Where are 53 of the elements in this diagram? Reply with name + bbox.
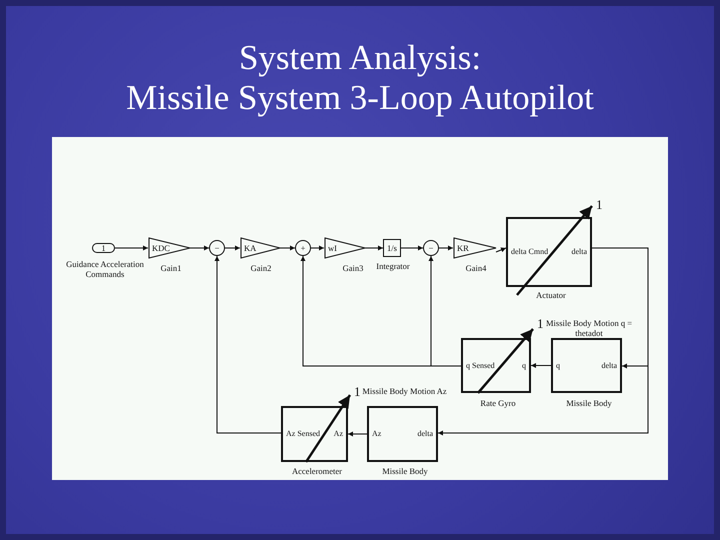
block-name: Missile Body Motion q = thetadot [544,318,634,338]
signal-line [400,246,424,250]
signal-line [364,246,384,250]
block-label: KDC [152,244,170,252]
port-label: Az [334,430,343,438]
signal-line [496,248,506,252]
parameter-label: 1 [537,316,544,332]
block-name: Missile Body Motion Az [361,386,448,396]
signal-line [428,256,462,366]
port-label: delta [571,248,587,256]
block-name: Gain3 [342,263,364,273]
port-label: delta [601,362,617,370]
block-label: KA [244,244,256,252]
signal-line [438,248,648,436]
block-label: − [428,244,434,252]
sum-junction [423,240,439,256]
sum-junction [209,240,225,256]
port-label: delta [417,430,433,438]
signal-line [348,432,368,436]
block-name: Gain2 [250,263,272,273]
signal-line [280,246,296,250]
signal-line [214,256,282,434]
block-label: 1/s [387,244,397,252]
port-label: q [522,362,526,370]
block-name: Gain1 [160,263,182,273]
block-name: Rate Gyro [479,398,517,408]
block-label: − [214,244,220,252]
port-label: q Sensed [466,362,495,370]
port-label: Az Sensed [286,430,320,438]
block-name: Integrator [375,261,411,271]
block-label: + [300,244,306,252]
slide-title: System Analysis: Missile System 3-Loop Autopilot [125,38,595,118]
block-label: 1 [101,244,106,252]
signal-line [438,246,454,250]
block-name: Gain4 [464,263,488,273]
port-label: q [556,362,560,370]
block-label: wI [328,244,337,252]
block-name: Accelerometer [290,466,344,476]
signal-line [190,246,210,250]
signal-line [530,363,552,368]
signal-line [310,246,324,250]
block-name: Guidance Acceleration Commands [65,259,145,279]
block-name: Missile Body [565,398,613,408]
block-label: KR [457,244,469,252]
port-label: Az [372,430,382,438]
parameter-label: 1 [354,384,360,400]
port-label: delta Cmnd [511,248,548,256]
signal-line [224,246,240,250]
signal-line [114,246,148,250]
sum-junction [295,240,311,256]
block-name: Actuator [535,290,567,300]
block-name: Missile Body [381,466,429,476]
parameter-label: 1 [596,197,602,213]
